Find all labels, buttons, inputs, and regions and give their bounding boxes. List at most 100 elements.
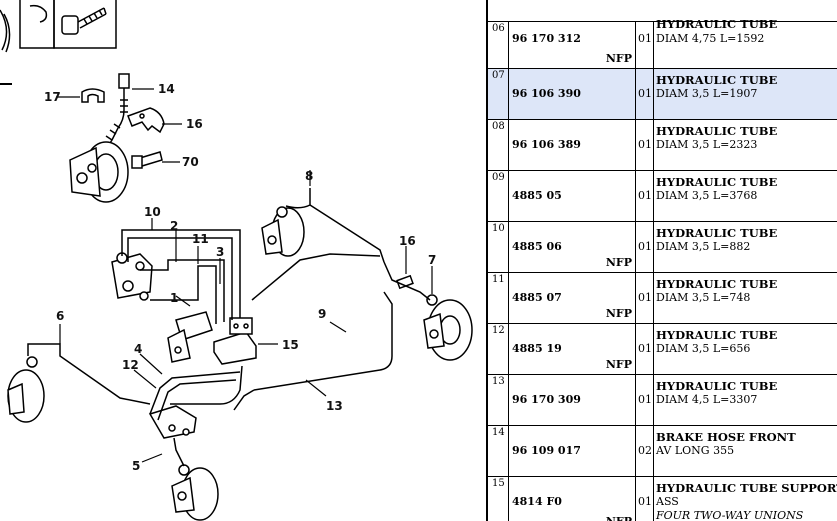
part-spec: DIAM 3,5 L=882 bbox=[656, 240, 751, 253]
part-title: HYDRAULIC TUBE bbox=[656, 73, 778, 87]
clip-part-18 bbox=[81, 88, 105, 103]
quantity-cell: 01 bbox=[636, 222, 654, 272]
front-left-disc bbox=[69, 141, 129, 203]
callout-70: 70 bbox=[182, 155, 199, 169]
quantity-cell: 01 bbox=[636, 22, 654, 68]
part-title: HYDRAULIC TUBE bbox=[656, 328, 778, 342]
part-reference: 96 170 309 bbox=[512, 393, 581, 406]
callout-14: 14 bbox=[158, 82, 175, 96]
part-title: BRAKE HOSE FRONT bbox=[656, 430, 796, 444]
item-number-cell: 15 bbox=[488, 477, 509, 521]
rear-disc-part-5 bbox=[171, 464, 219, 521]
nfp-flag: NFP bbox=[605, 358, 632, 371]
quantity-cell: 01 bbox=[636, 171, 654, 221]
front-right-disc-part-7 bbox=[423, 294, 473, 361]
part-reference: 96 106 389 bbox=[512, 138, 581, 151]
item-number: 10 bbox=[492, 223, 505, 234]
brake-hose-part-14 bbox=[103, 73, 130, 153]
callout-17: 16 bbox=[186, 117, 203, 131]
part-spec: DIAM 3,5 L=656 bbox=[656, 342, 751, 355]
part-spec: DIAM 3,5 L=2323 bbox=[656, 138, 758, 151]
callout-1: 1 bbox=[170, 291, 178, 305]
reference-cell: 4885 05 bbox=[509, 171, 636, 221]
item-number-cell: 09 bbox=[488, 171, 509, 221]
item-number: 06 bbox=[492, 23, 505, 34]
item-number-cell: 10 bbox=[488, 222, 509, 272]
part-spec: DIAM 3,5 L=748 bbox=[656, 291, 751, 304]
diagram-svg: 17 14 16 70 8 10 2 11 3 16 7 1 6 9 15 4 … bbox=[0, 0, 473, 521]
item-number: 15 bbox=[492, 478, 505, 489]
part-title: HYDRAULIC TUBE bbox=[656, 226, 778, 240]
part-reference: 96 170 312 bbox=[512, 32, 581, 45]
callout-16: 16 bbox=[399, 234, 416, 248]
callout-12: 12 bbox=[122, 358, 139, 372]
item-number: 14 bbox=[492, 427, 505, 438]
item-number-cell: 07 bbox=[488, 69, 509, 119]
lower-bracket bbox=[148, 405, 197, 439]
reference-cell: 4814 F0 NFP bbox=[509, 477, 636, 521]
part-reference: 4814 F0 bbox=[512, 495, 562, 508]
reference-cell: 96 170 309 bbox=[509, 375, 636, 425]
reference-cell: 96 109 017 bbox=[509, 426, 636, 476]
item-number-cell: 14 bbox=[488, 426, 509, 476]
quantity: 01 bbox=[638, 138, 652, 151]
part-title: HYDRAULIC TUBE bbox=[656, 277, 778, 291]
item-number-cell: 12 bbox=[488, 324, 509, 374]
quantity: 01 bbox=[638, 291, 652, 304]
tube-bundle bbox=[121, 229, 381, 324]
part-title: HYDRAULIC TUBE SUPPORT BR bbox=[656, 481, 837, 495]
part-spec: AV LONG 355 bbox=[656, 444, 735, 457]
callout-9: 9 bbox=[318, 307, 326, 321]
callout-labels: 17 14 16 70 8 10 2 11 3 16 7 1 6 9 15 4 … bbox=[44, 82, 436, 473]
quantity-cell: 01 bbox=[636, 120, 654, 170]
nfp-flag: NFP bbox=[606, 515, 632, 521]
callout-7: 7 bbox=[428, 253, 436, 267]
master-cylinder-part-1 bbox=[167, 311, 213, 363]
part-spec: DIAM 4,75 L=1592 bbox=[656, 32, 765, 45]
quantity-cell: 01 bbox=[636, 324, 654, 374]
callout-13: 13 bbox=[326, 399, 343, 413]
callout-11: 11 bbox=[192, 232, 209, 246]
nfp-flag: NFP bbox=[605, 52, 632, 65]
quantity: 01 bbox=[638, 189, 652, 202]
rear-right-caliper-part-8 bbox=[261, 206, 305, 257]
abs-unit bbox=[111, 252, 153, 301]
part-reference: 4885 05 bbox=[512, 189, 562, 202]
quantity: 02 bbox=[638, 444, 652, 457]
reference-cell: 96 106 390 bbox=[509, 69, 636, 119]
part-spec: DIAM 3,5 L=3768 bbox=[656, 189, 758, 202]
callout-10: 10 bbox=[144, 205, 161, 219]
quantity-cell: 01 bbox=[636, 69, 654, 119]
quantity-cell: 02 bbox=[636, 426, 654, 476]
item-number: 12 bbox=[492, 325, 505, 336]
callout-2: 2 bbox=[170, 219, 178, 233]
item-number-cell: 11 bbox=[488, 273, 509, 323]
part-spec: DIAM 3,5 L=1907 bbox=[656, 87, 758, 100]
tube-part-13 bbox=[233, 389, 255, 411]
callout-3: 3 bbox=[216, 245, 224, 259]
callout-6: 6 bbox=[56, 309, 64, 323]
item-number-cell: 08 bbox=[488, 120, 509, 170]
bolt-part-70 bbox=[131, 151, 163, 169]
part-title: HYDRAULIC TUBE bbox=[656, 379, 778, 393]
quantity: 01 bbox=[638, 32, 652, 45]
nfp-flag: NFP bbox=[605, 256, 632, 269]
quantity: 01 bbox=[638, 495, 652, 508]
